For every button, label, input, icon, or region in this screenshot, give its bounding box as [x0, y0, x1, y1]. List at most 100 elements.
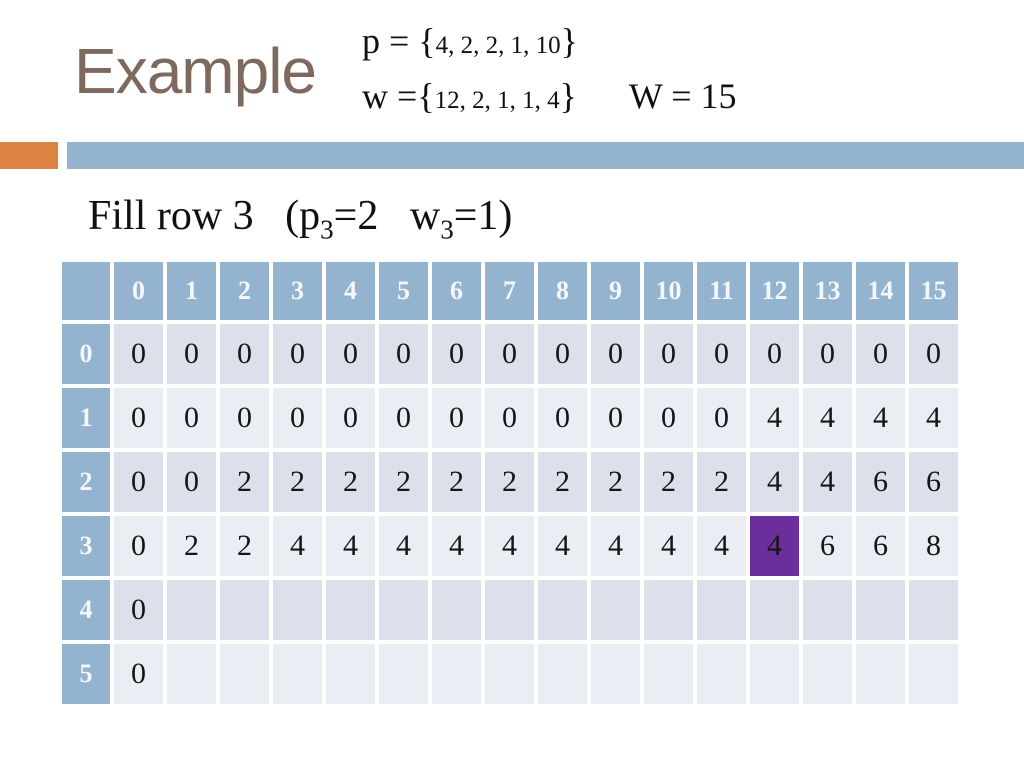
- cell: [697, 644, 746, 704]
- slide-title: Example: [74, 35, 317, 107]
- cell: 0: [909, 324, 958, 384]
- cell: 0: [750, 324, 799, 384]
- formulas-block: p = {4, 2, 2, 1, 10} w ={12, 2, 1, 1, 4}…: [362, 16, 737, 126]
- cell: 0: [591, 324, 640, 384]
- cell: 6: [856, 516, 905, 576]
- cell: [167, 580, 216, 640]
- profit-formula-prefix: p = {: [362, 21, 436, 61]
- cell: [803, 580, 852, 640]
- cell: [485, 644, 534, 704]
- row-header: 0: [62, 324, 110, 384]
- cell: 0: [379, 324, 428, 384]
- cell: 2: [538, 452, 587, 512]
- col-header: 7: [485, 262, 534, 320]
- cell: 0: [273, 388, 322, 448]
- col-header: 4: [326, 262, 375, 320]
- col-header: 6: [432, 262, 481, 320]
- cell: 0: [167, 324, 216, 384]
- col-header: 0: [114, 262, 163, 320]
- col-header: 5: [379, 262, 428, 320]
- step-label-sub1: 3: [320, 214, 334, 245]
- col-header: 11: [697, 262, 746, 320]
- step-label: Fill row 3 (p3=2 w3=1): [88, 192, 512, 245]
- cell: 0: [485, 388, 534, 448]
- cell: 0: [485, 324, 534, 384]
- row-header: 2: [62, 452, 110, 512]
- cell: 0: [697, 324, 746, 384]
- cell: 4: [750, 388, 799, 448]
- weight-values: 12, 2, 1, 1, 4: [434, 87, 560, 114]
- cell: [909, 644, 958, 704]
- cell: 0: [220, 324, 269, 384]
- cell: 2: [485, 452, 534, 512]
- cell: 2: [697, 452, 746, 512]
- cell: [697, 580, 746, 640]
- corner-cell: [62, 262, 110, 320]
- cell: 0: [538, 388, 587, 448]
- cell: [273, 644, 322, 704]
- cell: 0: [114, 644, 163, 704]
- cell: 4: [379, 516, 428, 576]
- cell: [379, 580, 428, 640]
- cell: 4: [697, 516, 746, 576]
- capacity-label: W = 15: [628, 76, 737, 116]
- cell: [750, 644, 799, 704]
- cell: [591, 580, 640, 640]
- cell: 2: [644, 452, 693, 512]
- cell: [326, 644, 375, 704]
- cell: 2: [220, 516, 269, 576]
- cell: 0: [697, 388, 746, 448]
- cell: 2: [273, 452, 322, 512]
- cell: [909, 580, 958, 640]
- row-header: 1: [62, 388, 110, 448]
- cell: 0: [644, 324, 693, 384]
- cell: 0: [167, 388, 216, 448]
- cell: [326, 580, 375, 640]
- cell: [538, 644, 587, 704]
- cell: 4: [856, 388, 905, 448]
- highlighted-cell: 4: [750, 516, 799, 576]
- col-header: 12: [750, 262, 799, 320]
- cell: 4: [485, 516, 534, 576]
- cell: 0: [379, 388, 428, 448]
- weight-formula: w ={12, 2, 1, 1, 4} W = 15: [362, 71, 737, 126]
- cell: 4: [326, 516, 375, 576]
- col-header: 3: [273, 262, 322, 320]
- step-label-post: =1): [453, 193, 513, 239]
- cell: 6: [856, 452, 905, 512]
- cell: [273, 580, 322, 640]
- cell: [856, 580, 905, 640]
- cell: 0: [856, 324, 905, 384]
- cell: [485, 580, 534, 640]
- profit-formula: p = {4, 2, 2, 1, 10}: [362, 16, 737, 71]
- cell: [591, 644, 640, 704]
- cell: 6: [803, 516, 852, 576]
- col-header: 9: [591, 262, 640, 320]
- cell: [538, 580, 587, 640]
- weight-formula-prefix: w ={: [362, 76, 435, 116]
- cell: 0: [326, 324, 375, 384]
- cell: 0: [114, 324, 163, 384]
- col-header: 15: [909, 262, 958, 320]
- col-header: 2: [220, 262, 269, 320]
- cell: 0: [114, 452, 163, 512]
- cell: 2: [326, 452, 375, 512]
- accent-bar-blue: [67, 142, 1024, 169]
- cell: 4: [750, 452, 799, 512]
- accent-bar-orange: [0, 142, 58, 169]
- cell: 0: [538, 324, 587, 384]
- step-label-sub2: 3: [440, 214, 454, 245]
- weight-formula-suffix: }: [559, 76, 577, 116]
- cell: 0: [591, 388, 640, 448]
- cell: 4: [644, 516, 693, 576]
- cell: 0: [114, 388, 163, 448]
- cell: [644, 644, 693, 704]
